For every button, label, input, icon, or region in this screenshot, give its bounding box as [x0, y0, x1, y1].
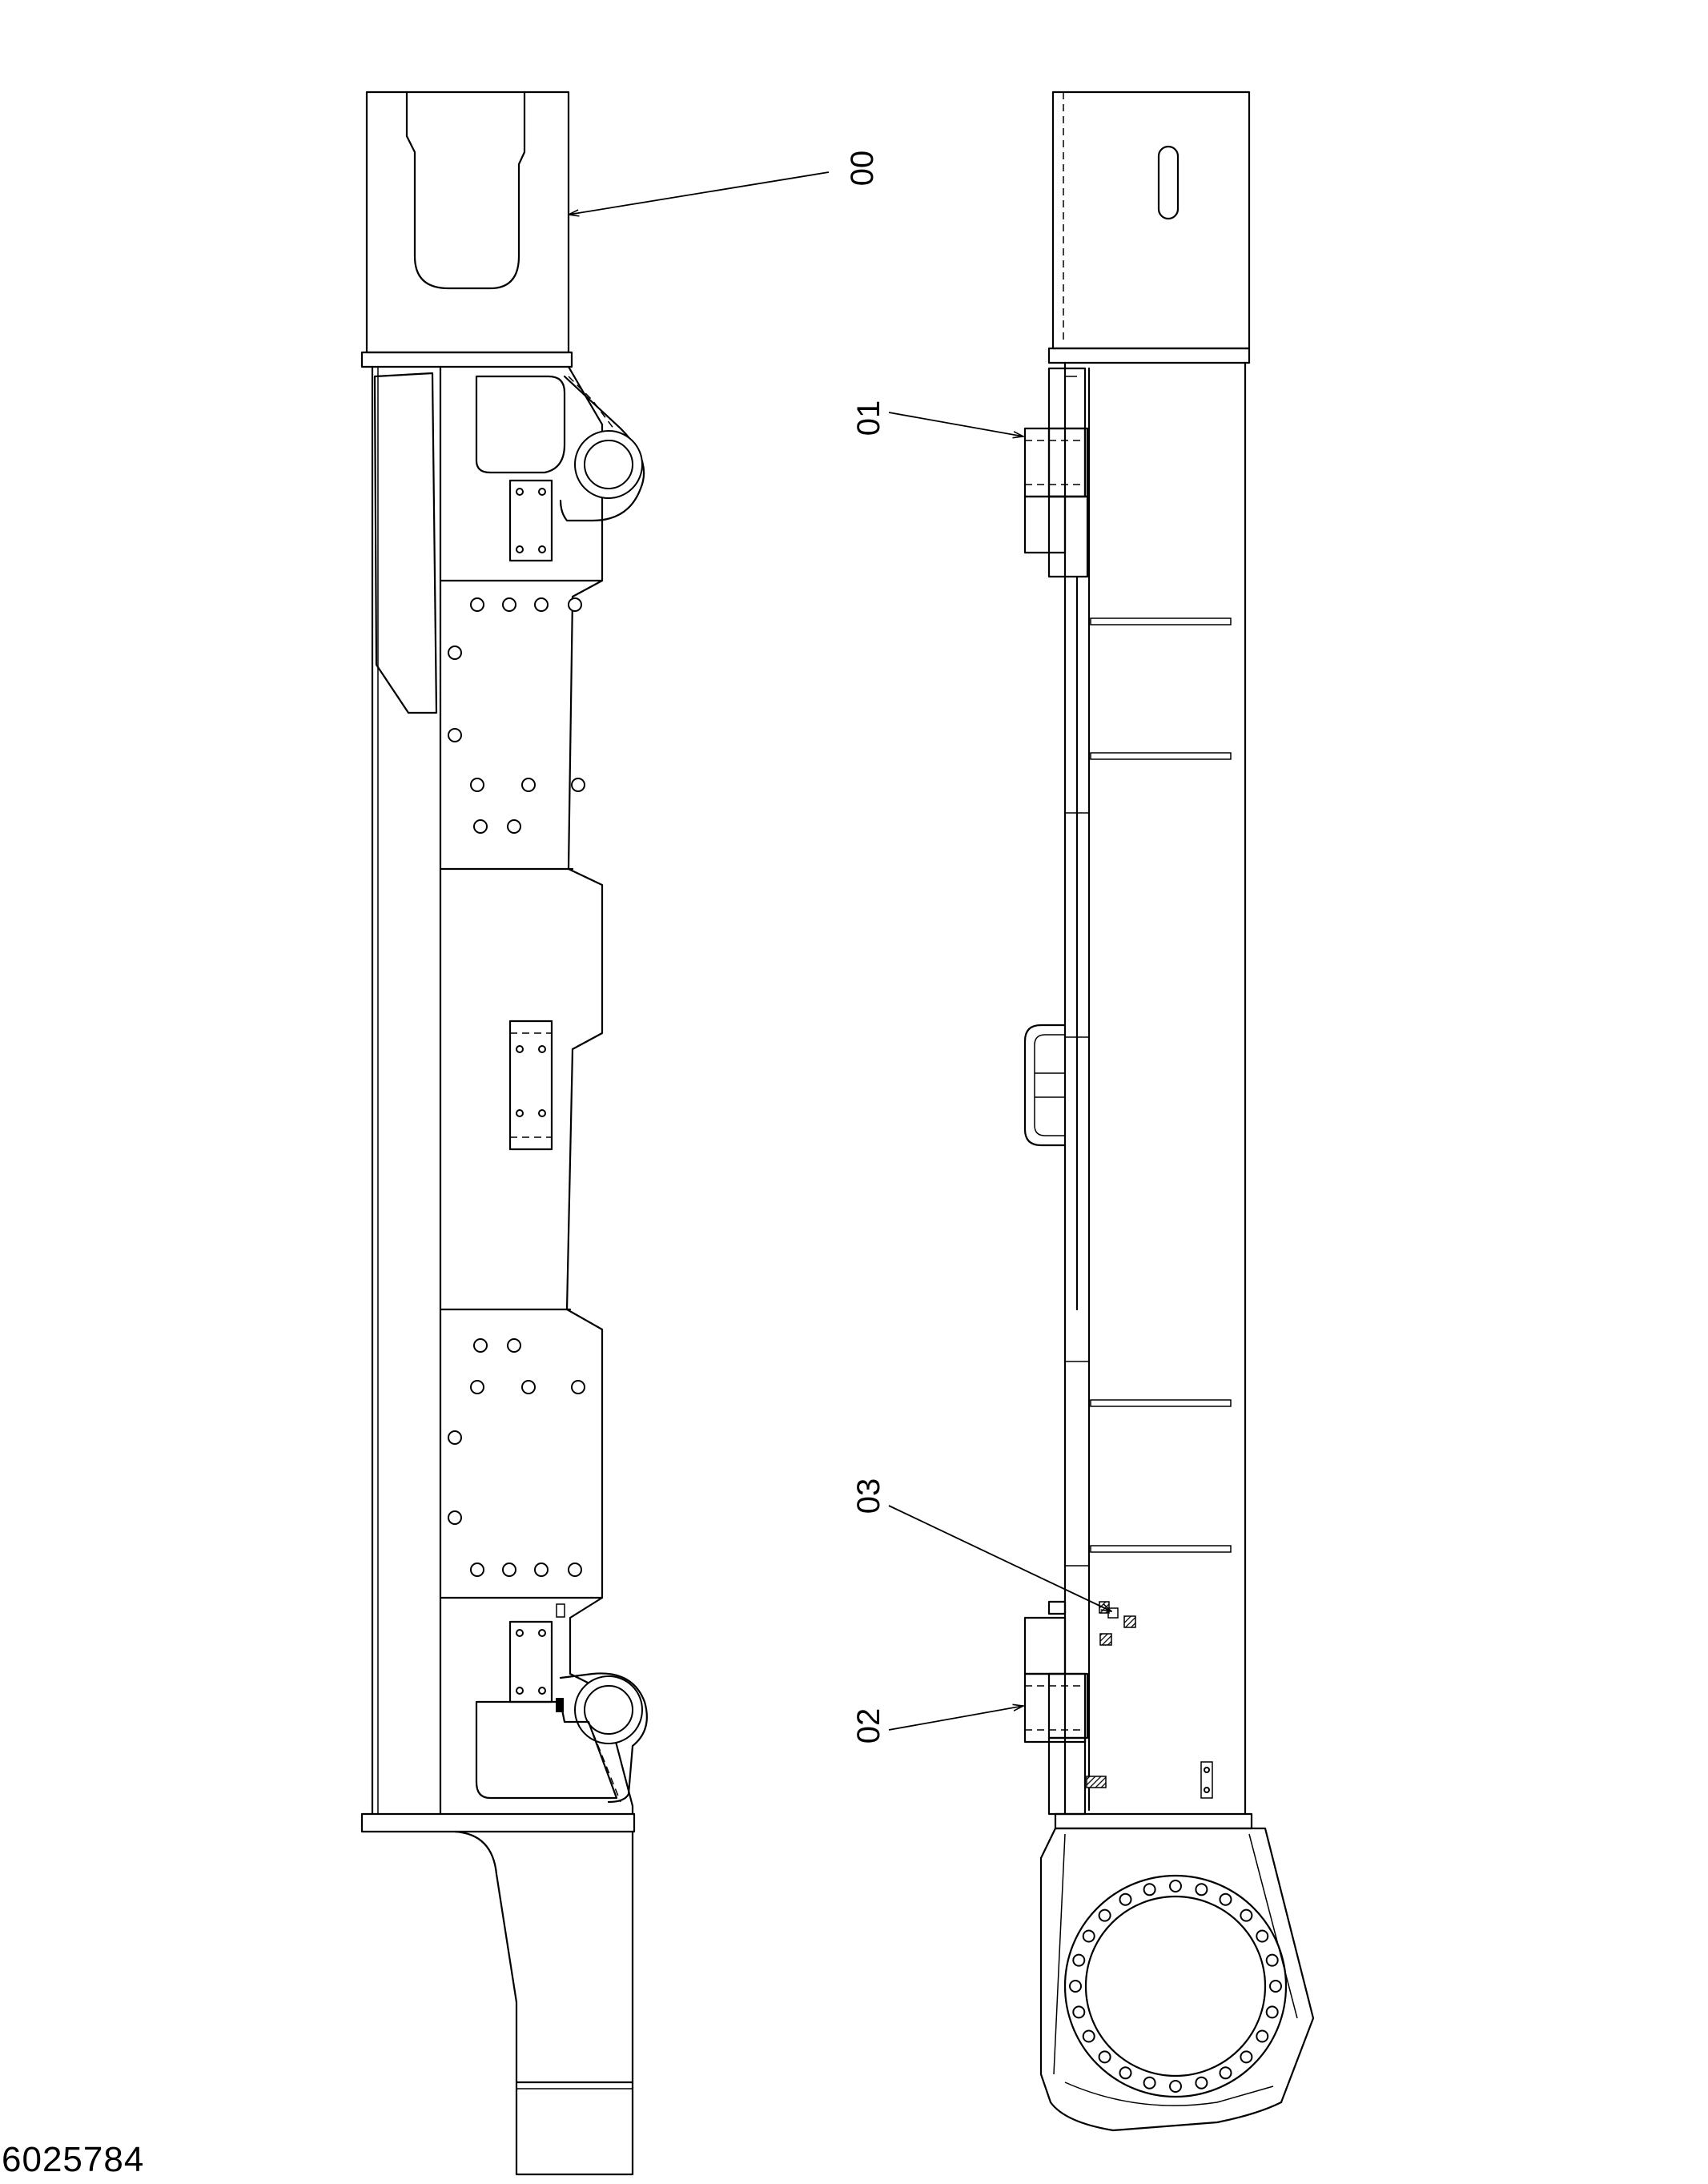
bolt-hole — [1098, 2050, 1111, 2064]
bolt-hole — [1082, 1929, 1095, 1943]
left-boom-view — [360, 90, 648, 2176]
bolt-hole — [1169, 2080, 1182, 2093]
upper-pin-block — [1023, 367, 1089, 578]
crossbars — [1090, 617, 1232, 1553]
bolt-hole — [1269, 1980, 1282, 1993]
hatched-fittings — [1086, 1601, 1213, 1799]
lower-pin-block — [1023, 1600, 1089, 1816]
callout-label: 00 — [845, 151, 880, 187]
bolt-hole — [1265, 2005, 1279, 2019]
bottom-flange-plate — [360, 1812, 636, 1833]
ring-inner — [1084, 1895, 1267, 2077]
upper-mount-plate — [508, 479, 553, 562]
bolt-hole — [1119, 1892, 1132, 1906]
bolt-hole — [1219, 1892, 1232, 1906]
top-flange-plate — [360, 351, 573, 368]
bolt-hole — [1082, 2029, 1095, 2043]
grease-fitting — [556, 1698, 564, 1712]
bolt-hole — [1069, 1980, 1082, 1993]
callout-01: 01 — [851, 400, 1023, 436]
lower-bracket — [475, 1700, 618, 1800]
bolt-hole — [1256, 1929, 1269, 1943]
callout-label: 03 — [851, 1478, 886, 1514]
bolt-hole — [1143, 1883, 1156, 1896]
lower-pin-ear — [559, 1672, 648, 1804]
lower-hole-pattern — [448, 1338, 585, 1577]
bolt-hole — [1143, 2076, 1156, 2089]
callout-label: 02 — [851, 1708, 886, 1744]
right-boom-view — [1023, 90, 1315, 2132]
bottom-plate-right — [1054, 1812, 1253, 1830]
top-clevis — [365, 90, 570, 354]
bolt-hole — [1072, 2005, 1086, 2019]
bolt-hole — [1240, 2050, 1253, 2064]
small-fitting — [556, 1603, 565, 1618]
top-box-section — [1051, 90, 1251, 350]
bolt-hole — [1169, 1880, 1182, 1892]
bolt-hole — [1195, 1883, 1208, 1896]
drawing-number: 6025784 — [2, 2140, 145, 2179]
upper-hole-pattern — [448, 597, 585, 834]
ring-bolt-circle — [1069, 1880, 1282, 2093]
bolt-hole — [1265, 1953, 1279, 1967]
boom-outline — [371, 365, 634, 1816]
bolt-hole — [1098, 1908, 1111, 1922]
top-plate-right — [1047, 347, 1251, 364]
callout-label: 01 — [851, 400, 886, 436]
upper-pin-hole-inner — [584, 440, 633, 489]
callout-00: 00 — [569, 151, 880, 215]
ring-outer — [1063, 1874, 1288, 2098]
side-cover-plate — [373, 372, 438, 714]
middle-mount-plate — [508, 1020, 553, 1151]
bolt-hole — [1119, 2066, 1132, 2080]
bolt-hole — [1072, 1953, 1086, 1967]
clevis-slot — [405, 90, 526, 290]
callout-02: 02 — [851, 1706, 1023, 1744]
bolt-hole — [1195, 2076, 1208, 2089]
bolt-hole — [1240, 1908, 1253, 1922]
top-slot — [1157, 145, 1180, 220]
lower-pin-hole-inner — [584, 1685, 633, 1735]
bolt-hole — [1219, 2066, 1232, 2080]
lower-leg — [453, 1830, 634, 2176]
upper-bracket — [475, 375, 566, 474]
callout-03: 03 — [851, 1478, 1111, 1611]
bolt-hole — [1256, 2029, 1269, 2043]
ring-housing — [1039, 1827, 1315, 2132]
grab-handle — [1023, 1024, 1067, 1147]
